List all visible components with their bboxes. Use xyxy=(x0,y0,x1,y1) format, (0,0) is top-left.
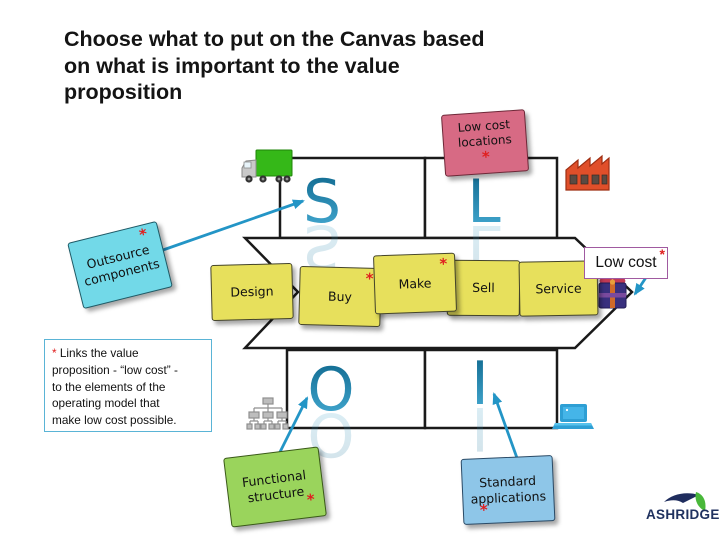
footnote-line: make low cost possible. xyxy=(52,413,177,427)
asterisk-marker: * xyxy=(52,346,57,360)
ashridge-logo-text: ASHRIDGE xyxy=(646,507,720,522)
letter-s: S xyxy=(303,167,341,237)
truck-icon xyxy=(241,149,293,183)
sticky-note-standard-applications: Standard applications * xyxy=(460,455,556,525)
sticky-note-label: Design xyxy=(230,283,274,300)
low-cost-label: Low cost * xyxy=(584,246,668,279)
asterisk-marker: * xyxy=(659,246,665,262)
asterisk-marker: * xyxy=(137,224,150,245)
asterisk-marker: * xyxy=(481,147,491,167)
sticky-note-label: Low cost locations xyxy=(457,117,513,150)
sticky-note-buy: * Buy xyxy=(298,265,382,328)
sticky-note-label: Sell xyxy=(472,280,495,296)
sticky-note-low-cost-locations: Low cost locations * xyxy=(440,109,530,177)
org-chart-icon xyxy=(246,397,289,430)
slide-title-line: proposition xyxy=(64,80,183,105)
organisation-box xyxy=(285,348,427,430)
letter-o: O xyxy=(307,355,354,425)
sticky-note-functional-structure: Functional structure * xyxy=(223,446,327,528)
factory-icon xyxy=(565,154,610,191)
slide-title-line: Choose what to put on the Canvas based xyxy=(64,27,485,51)
information-box xyxy=(423,348,559,430)
sticky-note-label: Outsource components xyxy=(82,242,162,289)
arrow-standard-to-i xyxy=(492,392,519,459)
footnote-box: * Links the value proposition - “low cos… xyxy=(44,339,212,432)
sticky-note-make: * Make xyxy=(372,252,458,315)
sticky-note-design: Design xyxy=(210,262,294,322)
sticky-note-sell: Sell xyxy=(446,259,521,317)
footnote-line: to the elements of the xyxy=(52,379,166,394)
slide-title: Choose what to put on the Canvas based o… xyxy=(64,26,639,106)
slide-title-line: on what is important to the value xyxy=(64,53,400,78)
arrow-functional-to-o xyxy=(276,396,309,457)
gift-icon xyxy=(598,275,627,309)
arrow-outsource-to-s xyxy=(162,199,305,252)
sticky-note-label: Make xyxy=(398,275,432,292)
asterisk-marker: * xyxy=(479,501,489,520)
sticky-note-label: Standard applications xyxy=(470,473,547,507)
low-cost-text: Low cost xyxy=(595,254,657,271)
ashridge-logo-mark xyxy=(664,492,706,511)
letter-l: L xyxy=(467,167,501,237)
sticky-note-label: Buy xyxy=(327,288,353,304)
letter-i-reflection: I xyxy=(471,393,489,463)
laptop-icon xyxy=(552,404,594,429)
footnote-line: operating model that xyxy=(52,396,160,411)
sticky-note-label: Service xyxy=(535,280,582,297)
footnote-line: Links the value xyxy=(59,346,139,360)
letter-i: I xyxy=(471,349,489,419)
footnote-line: proposition - “low cost” - xyxy=(52,362,178,377)
asterisk-marker: * xyxy=(365,269,374,288)
asterisk-marker: * xyxy=(439,254,448,274)
supplier-box xyxy=(278,156,427,240)
